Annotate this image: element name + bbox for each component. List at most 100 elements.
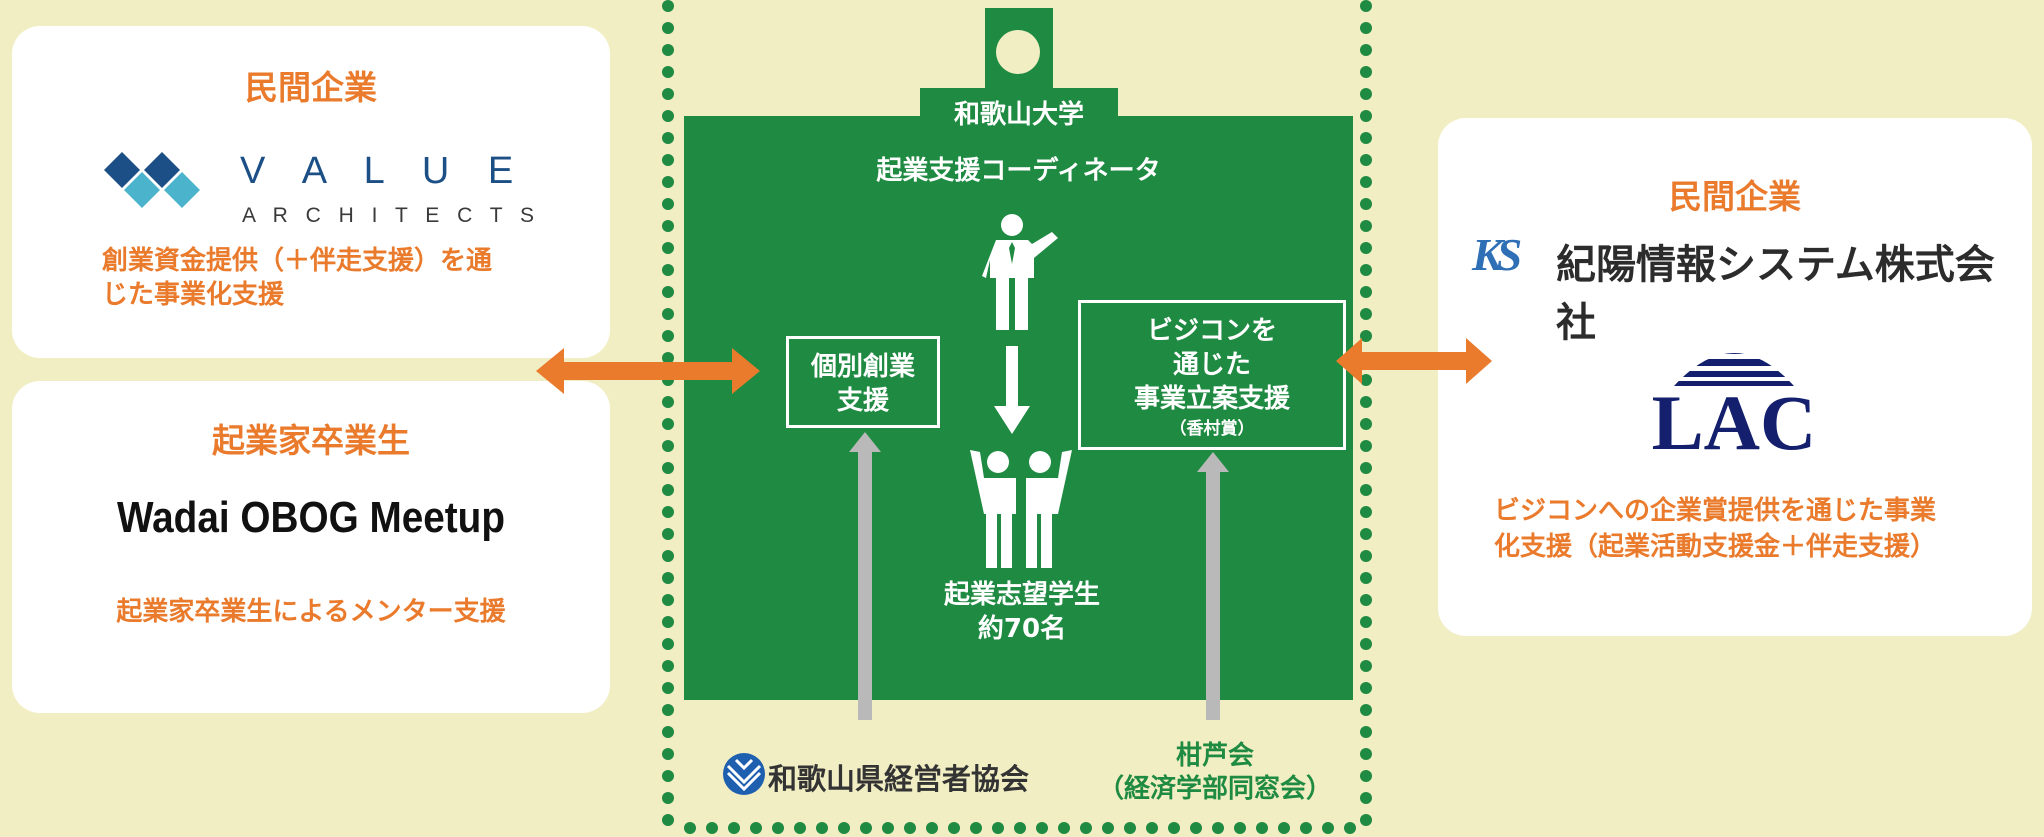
frame-dot — [1360, 264, 1372, 276]
frame-dot — [904, 822, 916, 834]
frame-dot — [1360, 660, 1372, 672]
double-arrow-icon — [536, 348, 760, 394]
card-entrepreneur-alumni: 起業家卒業生 Wadai OBOG Meetup 起業家卒業生によるメンター支援 — [12, 381, 610, 713]
frame-dot — [1360, 418, 1372, 430]
frame-dot — [662, 528, 674, 540]
card-description-line2: じた事業化支援 — [102, 280, 285, 310]
frame-dot — [662, 44, 674, 56]
kiyo-logo: KS 紀陽情報システム株式会社 — [1472, 228, 2012, 346]
card-heading: 民間企業 — [1669, 177, 1801, 216]
frame-dot — [1360, 528, 1372, 540]
frame-dot — [1360, 704, 1372, 716]
frame-dot — [1102, 822, 1114, 834]
frame-dot — [1360, 484, 1372, 496]
card-private-company-right: 民間企業 KS 紀陽情報システム株式会社 LAC ビジコンへの企業賞提供を通じた… — [1438, 118, 2032, 636]
individual-support-box — [786, 336, 940, 428]
frame-dot — [662, 792, 674, 804]
wadai-obog-logo: Wadai OBOG Meetup — [117, 493, 505, 542]
frame-dot — [1360, 440, 1372, 452]
frame-dot — [1168, 822, 1180, 834]
frame-dot — [1360, 66, 1372, 78]
frame-dot — [662, 154, 674, 166]
frame-dot — [1146, 822, 1158, 834]
up-arrow-association — [849, 432, 881, 720]
frame-dot — [1036, 822, 1048, 834]
frame-dot — [1360, 154, 1372, 166]
ks-mark-icon: KS — [1472, 229, 1522, 280]
frame-dot — [1058, 822, 1070, 834]
frame-dot — [662, 770, 674, 782]
frame-dot — [1300, 822, 1312, 834]
frame-dot — [662, 132, 674, 144]
students-line2: 約70名 — [977, 614, 1067, 644]
frame-dot — [1234, 822, 1246, 834]
frame-dot — [1360, 308, 1372, 320]
frame-dot — [662, 396, 674, 408]
frame-dot — [662, 198, 674, 210]
frame-dot — [662, 726, 674, 738]
bizcon-note: （香村賞） — [1169, 419, 1255, 439]
frame-dot — [1360, 572, 1372, 584]
frame-dot — [662, 88, 674, 100]
frame-dot — [662, 814, 674, 826]
frame-dot — [1360, 638, 1372, 650]
frame-dot — [1360, 748, 1372, 760]
frame-dot — [882, 822, 894, 834]
frame-dot — [662, 286, 674, 298]
frame-dot — [662, 594, 674, 606]
frame-dot — [992, 822, 1004, 834]
card-private-company-left: 民間企業 V A L U E A R C H I T E C T S 創業資金提… — [12, 26, 610, 358]
frame-dot — [1360, 22, 1372, 34]
card-description: 起業家卒業生によるメンター支援 — [116, 597, 506, 627]
individual-support-line2: 支援 — [836, 386, 889, 416]
frame-dot — [662, 638, 674, 650]
alumni-line1: 柑芦会 — [1175, 741, 1254, 771]
frame-dot — [662, 462, 674, 474]
frame-dot — [706, 822, 718, 834]
frame-dot — [662, 176, 674, 188]
frame-dot — [1360, 594, 1372, 606]
frame-dot — [662, 66, 674, 78]
frame-dot — [860, 822, 872, 834]
frame-dot — [662, 220, 674, 232]
frame-dot — [1360, 44, 1372, 56]
frame-dot — [1360, 550, 1372, 562]
tag-hole — [996, 30, 1040, 74]
students-pair-icon — [970, 450, 1072, 568]
person-coordinator-icon — [982, 214, 1058, 330]
frame-dot — [662, 506, 674, 518]
frame-dot — [1344, 822, 1356, 834]
up-arrow-alumni — [1197, 452, 1229, 720]
frame-dot — [1360, 396, 1372, 408]
card-heading: 民間企業 — [245, 68, 377, 107]
frame-dot — [728, 822, 740, 834]
company1-name: 紀陽情報システム株式会社 — [1556, 242, 1995, 346]
frame-dot — [1360, 0, 1372, 12]
frame-dot — [662, 748, 674, 760]
coordinator-label: 起業支援コーディネータ — [876, 156, 1161, 186]
frame-dot — [662, 0, 674, 12]
frame-dot — [1080, 822, 1092, 834]
card-heading: 起業家卒業生 — [212, 421, 410, 460]
frame-dot — [1360, 792, 1372, 804]
students-line1: 起業志望学生 — [943, 580, 1100, 610]
association-label: 和歌山県経営者協会 — [768, 762, 1030, 796]
frame-dot — [662, 550, 674, 562]
university-tag: 和歌山大学 — [920, 88, 1118, 142]
frame-dot — [662, 484, 674, 496]
diamond-logo-icon — [104, 152, 200, 208]
frame-dot — [1360, 176, 1372, 188]
frame-dot — [662, 330, 674, 342]
frame-dot — [662, 616, 674, 628]
frame-dot — [772, 822, 784, 834]
bizcon-line2: 通じた — [1172, 350, 1251, 380]
frame-dot — [1360, 198, 1372, 210]
card-description-line1: 創業資金提供（＋伴走支援）を通 — [102, 246, 493, 276]
frame-dot — [838, 822, 850, 834]
frame-dot — [1360, 286, 1372, 298]
double-arrow-icon — [1336, 338, 1492, 384]
association-logo-icon — [723, 753, 765, 795]
frame-dot — [662, 682, 674, 694]
frame-dot — [1360, 242, 1372, 254]
individual-support-line1: 個別創業 — [810, 352, 915, 382]
